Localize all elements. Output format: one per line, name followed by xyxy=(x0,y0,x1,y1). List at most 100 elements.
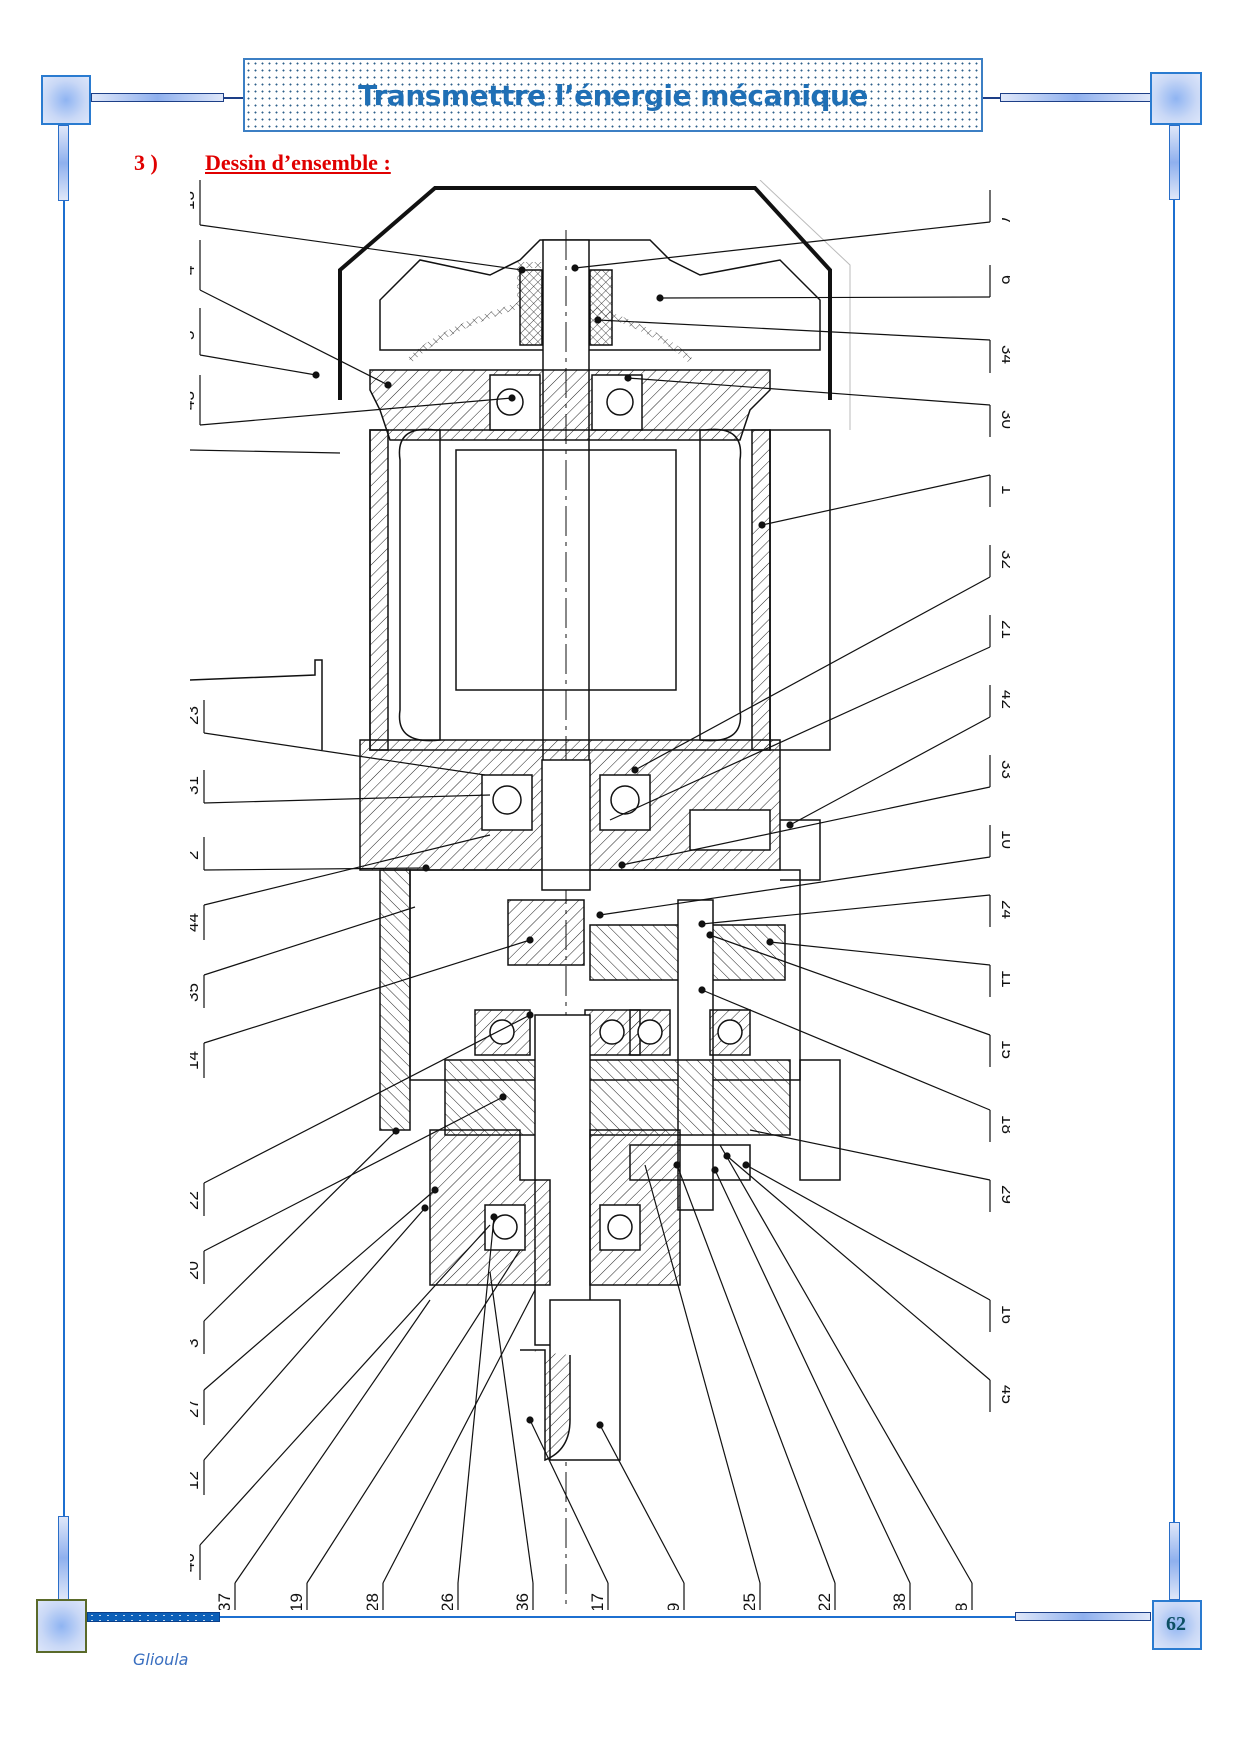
wheel xyxy=(444,1059,791,1136)
label-right: 7 xyxy=(571,190,1010,272)
label-left: 3 xyxy=(190,1127,400,1354)
pinion xyxy=(507,899,585,966)
bearing-mid-left xyxy=(481,774,533,831)
frame-bar-top-left xyxy=(91,93,224,102)
label-right: 32 xyxy=(631,545,1010,774)
fan-hub-block-left xyxy=(519,269,543,346)
label-text: 28 xyxy=(363,1593,382,1610)
label-left: 35 xyxy=(190,906,416,1008)
label-bottom: 26 xyxy=(438,1213,498,1610)
corner-top-right xyxy=(1150,72,1202,125)
author-name: Glioula xyxy=(133,1650,189,1669)
label-text: 12 xyxy=(190,1471,202,1490)
label-right: 18 xyxy=(698,986,1010,1142)
label-left: 5 xyxy=(190,308,320,379)
frame-bar-left-top xyxy=(58,125,69,201)
label-right: 45 xyxy=(723,1152,1010,1412)
label-text: 10 xyxy=(998,830,1010,849)
fan-blades xyxy=(379,239,821,351)
label-bottom: 38 xyxy=(711,1166,911,1610)
label-right: 29 xyxy=(749,1129,1010,1212)
fan-hub-block-right xyxy=(589,269,613,346)
label-left: 43 xyxy=(190,375,516,426)
label-right: 21 xyxy=(609,615,1010,821)
winding-left xyxy=(398,428,441,742)
label-right: 42 xyxy=(786,685,1010,829)
frame-line-top-right xyxy=(983,97,1001,99)
gearbox-cover xyxy=(379,869,411,1131)
label-text: 17 xyxy=(588,1593,607,1610)
label-bottom: 9 xyxy=(596,1421,685,1610)
label-bottom: 25 xyxy=(644,1164,761,1610)
label-bottom: 17 xyxy=(526,1416,609,1610)
label-text: 33 xyxy=(998,760,1010,779)
bearing-out-right xyxy=(599,1204,641,1251)
label-right: 16 xyxy=(742,1161,1010,1332)
label-text: 37 xyxy=(215,1593,234,1610)
bearing-top-left xyxy=(489,374,541,431)
housing-ext xyxy=(769,429,831,751)
label-text: 25 xyxy=(740,1593,759,1610)
label-right: 24 xyxy=(698,894,1010,928)
rotor xyxy=(455,449,677,691)
label-text: 3 xyxy=(190,1339,202,1348)
corner-top-left xyxy=(41,75,91,125)
section-number: 3 ) xyxy=(134,150,158,175)
terminal-box xyxy=(190,659,323,750)
label-bottom: 8 xyxy=(719,1144,973,1610)
label-right: 15 xyxy=(706,931,1010,1067)
label-left: 4 xyxy=(190,240,392,389)
page-title: Transmettre l’énergie mécanique xyxy=(358,78,868,112)
label-text: 26 xyxy=(438,1593,457,1610)
label-bottom: 19 xyxy=(287,1249,521,1610)
label-text: 32 xyxy=(998,550,1010,569)
label-bottom: 37 xyxy=(215,1299,431,1610)
label-left: 12 xyxy=(190,1204,429,1495)
label-text: 22 xyxy=(815,1593,834,1610)
label-bottom: 22 xyxy=(673,1161,836,1610)
label-text: 22 xyxy=(190,1191,202,1210)
label-right: 30 xyxy=(624,374,1010,437)
label-text: 38 xyxy=(890,1593,909,1610)
corner-bottom-right xyxy=(1152,1600,1202,1650)
label-text: 35 xyxy=(190,983,202,1002)
label-text: 13 xyxy=(190,191,198,210)
label-text: 31 xyxy=(190,776,202,795)
label-text: 30 xyxy=(998,410,1010,429)
label-left: 20 xyxy=(190,1093,507,1284)
label-text: 27 xyxy=(190,1399,202,1418)
shaft-mid xyxy=(541,759,591,891)
label-text: 9 xyxy=(664,1603,683,1610)
label-text: 11 xyxy=(998,970,1010,988)
label-text: 1 xyxy=(998,485,1010,494)
label-text: 18 xyxy=(998,1115,1010,1134)
label-text: 45 xyxy=(998,1385,1010,1404)
label-text: 20 xyxy=(190,1261,202,1280)
label-text: 2 xyxy=(190,851,202,860)
label-text: 40 xyxy=(190,1553,198,1572)
label-text: 21 xyxy=(998,620,1010,639)
labels-bottom: 37 19 28 26 36 17 9 25 22 38 8 xyxy=(215,1144,973,1610)
label-text: 15 xyxy=(998,1040,1010,1059)
frame-line-bottom xyxy=(220,1616,1015,1618)
side-block xyxy=(799,1059,841,1181)
label-right: 6 xyxy=(656,265,1010,302)
title-banner: Transmettre l’énergie mécanique xyxy=(243,58,983,132)
winding-right xyxy=(699,428,742,742)
label-text: 44 xyxy=(190,913,202,932)
frame-line-left xyxy=(63,201,65,1516)
frame-bar-bottom-left xyxy=(87,1612,220,1622)
label-right: 11 xyxy=(766,938,1010,997)
fan-cover-ghost xyxy=(759,180,851,430)
label-left: 40 xyxy=(190,1224,491,1580)
label-left: 31 xyxy=(190,770,491,804)
label-text: 8 xyxy=(952,1603,971,1610)
label-text: 5 xyxy=(190,331,198,340)
label-bottom: 28 xyxy=(363,1289,536,1610)
page-number: 62 xyxy=(1166,1612,1186,1635)
label-text: 7 xyxy=(998,215,1010,224)
screw-42 xyxy=(689,809,771,851)
label-bottom: 36 xyxy=(489,1271,534,1610)
frame-line-top-left xyxy=(224,97,244,99)
labels-right: 7 6 34 30 1 32 21 42 33 10 24 11 15 18 2… xyxy=(571,190,1010,1412)
